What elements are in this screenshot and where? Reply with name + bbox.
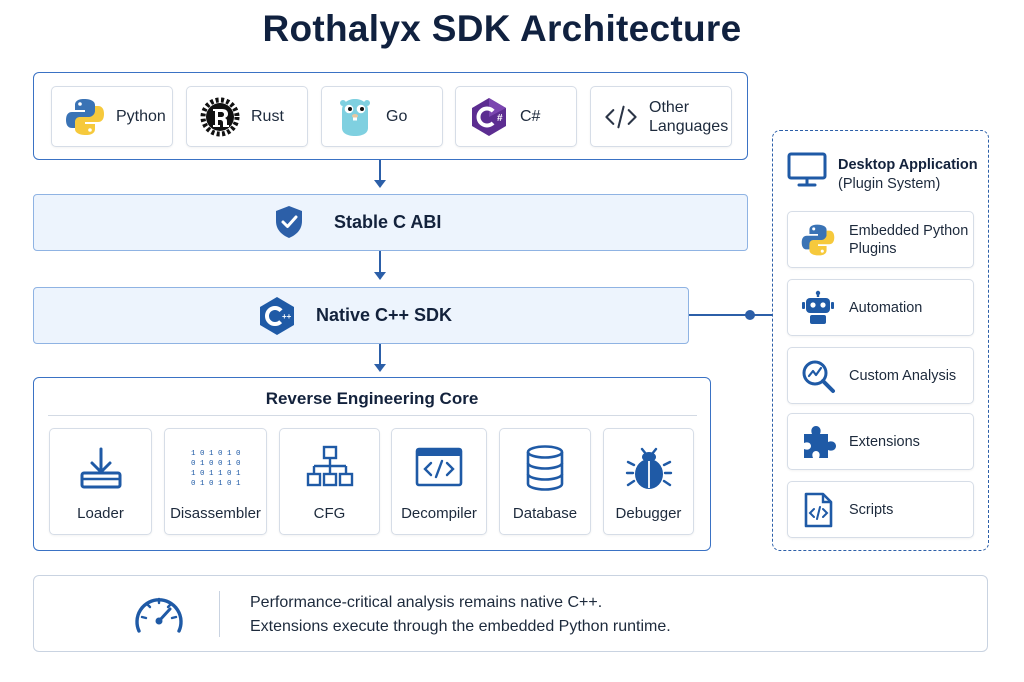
speedometer-icon [135, 597, 183, 633]
language-label-line1: Other [649, 98, 690, 116]
core-module-database: Database [499, 428, 591, 535]
flow-arrow [374, 160, 386, 188]
core-title: Reverse Engineering Core [265, 389, 479, 408]
script-file-icon [804, 492, 833, 527]
language-label: Go [386, 108, 408, 125]
tree-graph-icon [306, 445, 353, 487]
language-label: C# [520, 108, 541, 125]
plugin-item-extensions: Extensions [787, 413, 974, 470]
connector-line [689, 314, 772, 316]
module-label: Debugger [615, 505, 682, 522]
diagram-title: Rothalyx SDK Architecture [262, 8, 742, 49]
core-module-cfg: CFG [279, 428, 380, 535]
desktop-title: Desktop Application [838, 157, 978, 173]
stable-c-abi-label: Stable C ABI [334, 212, 442, 232]
svg-text:0 1 0 0 1 0: 0 1 0 0 1 0 [191, 460, 241, 468]
plugin-item-scripts: Scripts [787, 481, 974, 538]
stable-c-abi-layer [33, 194, 748, 251]
module-label: CFG [313, 505, 346, 522]
module-label: Database [512, 505, 578, 522]
flow-arrow [374, 344, 386, 373]
svg-text:#: # [497, 113, 503, 124]
cpp-icon: ++ [260, 297, 294, 335]
footer-line-1: Performance-critical analysis remains na… [250, 594, 603, 611]
code-window-icon [415, 447, 463, 487]
language-label: Other Languages [649, 98, 728, 136]
footer-note-box [33, 575, 988, 652]
language-label: Python [116, 108, 166, 125]
language-card-other: Other Languages [590, 86, 732, 147]
module-label: Disassembler [170, 505, 261, 522]
puzzle-icon [804, 425, 836, 458]
connector-dot [745, 310, 755, 320]
module-label: Loader [77, 505, 124, 522]
core-module-disassembler: 1 0 1 0 1 0 0 1 0 0 1 0 1 0 1 1 0 1 0 1 … [164, 428, 267, 535]
footer-divider [219, 591, 220, 637]
plugin-item-embedded-python: Embedded Python Plugins [787, 211, 974, 268]
module-label: Decompiler [401, 505, 477, 522]
language-label: Rust [251, 108, 284, 125]
python-icon [801, 224, 835, 255]
core-divider [48, 415, 697, 416]
plugin-item-custom-analysis: Custom Analysis [787, 347, 974, 404]
shield-check-icon [276, 206, 302, 238]
bug-icon [625, 447, 672, 489]
code-brackets-icon [605, 105, 637, 128]
monitor-icon [787, 152, 827, 187]
rust-icon [200, 97, 240, 136]
core-module-decompiler: Decompiler [391, 428, 487, 535]
python-icon [66, 98, 104, 135]
svg-text:1 0 1 0 1 0: 1 0 1 0 1 0 [191, 450, 241, 458]
desktop-subtitle: (Plugin System) [838, 176, 941, 192]
svg-text:0 1 0 1 0 1: 0 1 0 1 0 1 [191, 480, 241, 488]
plugin-item-label: Automation [849, 299, 923, 316]
native-cpp-sdk-label: Native C++ SDK [316, 305, 453, 325]
language-card-python: Python [51, 86, 173, 147]
plugin-item-label: Scripts [849, 501, 894, 518]
core-module-loader: Loader [49, 428, 152, 535]
core-module-debugger: Debugger [603, 428, 694, 535]
magnifier-chart-icon [802, 360, 835, 393]
language-label-line2: Languages [649, 117, 729, 135]
robot-icon [802, 290, 834, 324]
footer-line-2: Extensions execute through the embedded … [250, 618, 671, 635]
desktop-application-panel [772, 130, 989, 551]
database-icon [526, 445, 564, 491]
csharp-icon: # [472, 97, 506, 136]
plugin-item-label-line2: Plugins [849, 240, 897, 257]
plugin-item-label: Extensions [849, 433, 920, 450]
plugin-item-label: Custom Analysis [849, 367, 957, 384]
language-card-rust: Rust [186, 86, 308, 147]
native-cpp-sdk-layer [33, 287, 689, 344]
language-card-csharp: # C# [455, 86, 577, 147]
plugin-item-automation: Automation [787, 279, 974, 336]
binary-icon: 1 0 1 0 1 0 0 1 0 0 1 0 1 0 1 1 0 1 0 1 … [191, 450, 241, 488]
plugin-item-label-line1: Embedded Python [849, 222, 969, 239]
go-gopher-icon [340, 98, 370, 136]
plugin-item-label: Embedded Python Plugins [849, 222, 968, 258]
svg-text:1 0 1 1 0 1: 1 0 1 1 0 1 [191, 470, 241, 478]
language-card-go: Go [321, 86, 443, 147]
svg-text:++: ++ [282, 312, 292, 321]
download-tray-icon [80, 447, 121, 489]
flow-arrow [374, 251, 386, 281]
